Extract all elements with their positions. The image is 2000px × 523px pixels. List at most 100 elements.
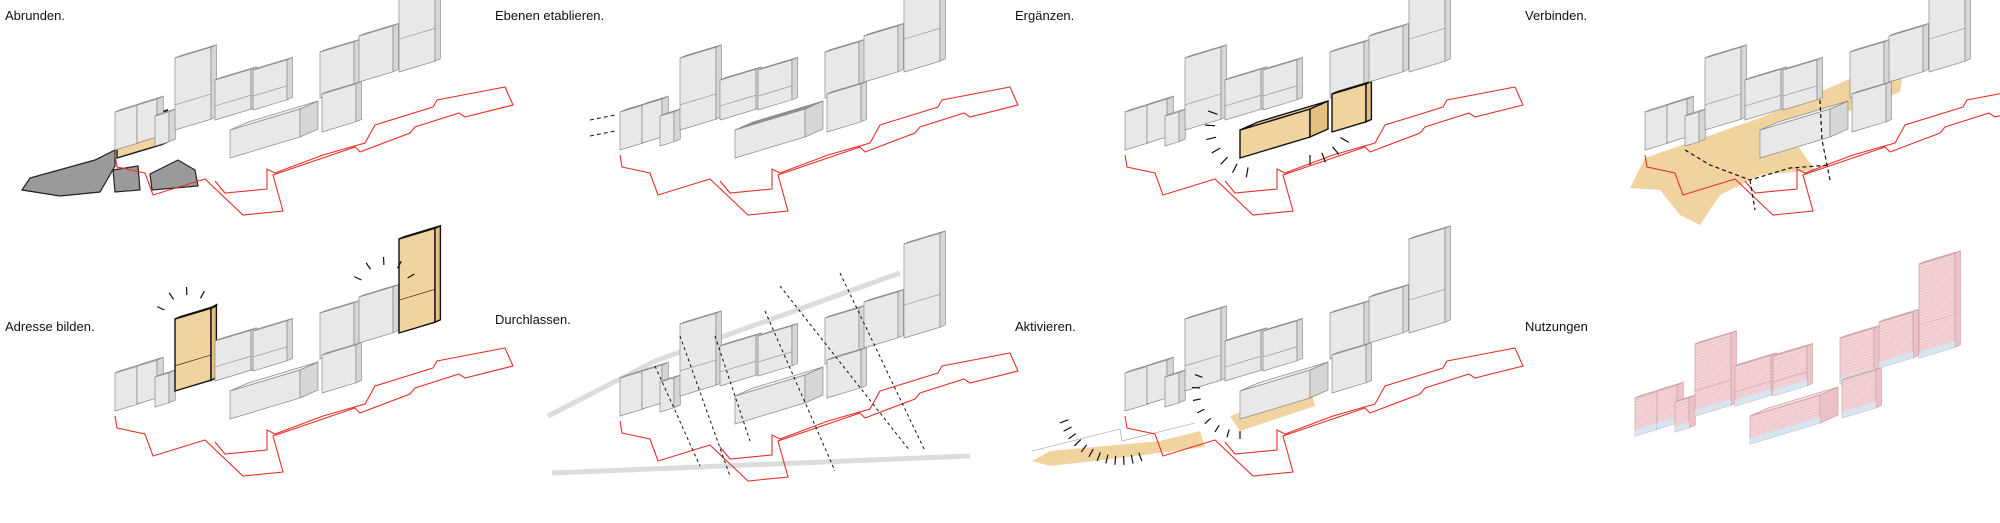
floor-stripe: [1918, 263, 1956, 275]
panel-title: Ebenen etablieren.: [495, 8, 605, 23]
panel-adresse-bilden: Adresse bilden.: [0, 224, 514, 523]
emphasis-tick: [407, 273, 415, 279]
building-side-face: [897, 22, 904, 73]
building: [174, 44, 217, 131]
axonometric-diagram: [1630, 0, 2000, 225]
floor-stripe: [1734, 365, 1772, 377]
building-roof: [214, 327, 257, 342]
building-front-face: [1224, 68, 1262, 121]
building: [1694, 330, 1737, 417]
floor-stripe: [1839, 361, 1875, 373]
building-side-face: [355, 80, 362, 123]
floor-line: [1928, 28, 1966, 40]
building-front-face: [1146, 359, 1168, 405]
floor-stripe: [1772, 373, 1808, 385]
floor-line: [398, 289, 436, 301]
building-roof: [1666, 95, 1694, 106]
floor-stripe: [1694, 387, 1732, 399]
floor-stripe: [1878, 321, 1914, 333]
floor-stripe: [1918, 272, 1956, 284]
floor-stripe: [1878, 348, 1914, 360]
building-side-face: [791, 56, 798, 101]
building: [1782, 56, 1823, 111]
floor-line: [903, 28, 941, 40]
floor-stripe: [1734, 374, 1772, 386]
building: [659, 374, 681, 413]
building: [229, 361, 319, 420]
floor-stripe: [1918, 326, 1956, 338]
floor-stripe: [1841, 389, 1877, 401]
building-side-face: [1363, 38, 1370, 89]
building: [1224, 66, 1267, 121]
building: [903, 230, 946, 339]
floor-stripe: [1694, 348, 1732, 360]
building-roof: [1184, 305, 1227, 320]
building-front-face: [1184, 46, 1222, 131]
floor-stripe: [1656, 386, 1678, 394]
axonometric-diagram: [1124, 0, 1524, 216]
building: [719, 332, 762, 387]
building: [734, 100, 824, 159]
floor-stripe: [1918, 266, 1956, 278]
building-roof: [1782, 57, 1823, 71]
floor-stripe: [1674, 412, 1690, 418]
floor-stripe: [1749, 395, 1821, 418]
floor-stripe: [1634, 399, 1658, 407]
floor-stripe: [1656, 410, 1678, 418]
building: [1749, 386, 1839, 445]
ground-floor-use: [1675, 421, 1689, 432]
building: [1262, 317, 1303, 372]
building-side-face: [434, 0, 441, 62]
emphasis-tick: [210, 303, 218, 309]
emphasis-tick: [1205, 124, 1216, 127]
building-side-face: [1363, 299, 1370, 350]
floor-stripe: [1694, 372, 1732, 384]
building: [1734, 352, 1777, 407]
building-side-face: [791, 322, 798, 367]
building-front-face: [214, 68, 252, 121]
building-front-face: [229, 108, 301, 159]
ground-floor-use: [1773, 379, 1807, 396]
floor-stripe: [1674, 421, 1690, 427]
building-front-face: [114, 104, 138, 151]
building-front-face: [136, 359, 158, 405]
floor-stripe: [1878, 336, 1914, 348]
building: [252, 56, 293, 111]
floor-stripe: [1918, 260, 1956, 272]
building-side-face: [1402, 22, 1409, 73]
floor-stripe: [1734, 359, 1772, 371]
emphasis-tick: [156, 306, 165, 311]
floor-stripe: [1734, 383, 1772, 395]
panel-title: Nutzungen: [1525, 319, 1588, 334]
floor-stripe: [1918, 311, 1956, 323]
floor-stripe: [1634, 393, 1658, 401]
demolished-building: [20, 149, 116, 197]
building-side-face: [1875, 366, 1882, 409]
building-roof: [1734, 352, 1777, 367]
floor-stripe: [1694, 378, 1732, 390]
site-boundary-line: [114, 347, 514, 477]
emphasis-tick: [1232, 163, 1238, 173]
building-front-face: [1928, 0, 1966, 73]
floor-line: [757, 351, 793, 363]
axonometric-diagram: [114, 224, 514, 477]
building: [679, 44, 722, 131]
axonometric-diagram: [546, 230, 1019, 482]
floor-stripe: [1772, 349, 1808, 361]
floor-line: [1782, 85, 1818, 97]
floor-stripe: [1694, 384, 1732, 396]
ground-floor-use: [1842, 401, 1876, 418]
building-front-face: [1408, 227, 1446, 334]
floor-stripe: [1918, 332, 1956, 344]
emphasis-tick: [1192, 398, 1201, 402]
building-front-face: [903, 232, 941, 339]
building-side-face: [1365, 80, 1373, 123]
building-roof: [1744, 66, 1787, 81]
building: [863, 22, 904, 83]
building: [1408, 0, 1451, 73]
floor-stripe: [1656, 392, 1678, 400]
floor-stripe: [1839, 334, 1875, 346]
building: [154, 108, 176, 147]
floor-line: [1734, 380, 1772, 393]
floor-stripe: [1734, 356, 1772, 368]
